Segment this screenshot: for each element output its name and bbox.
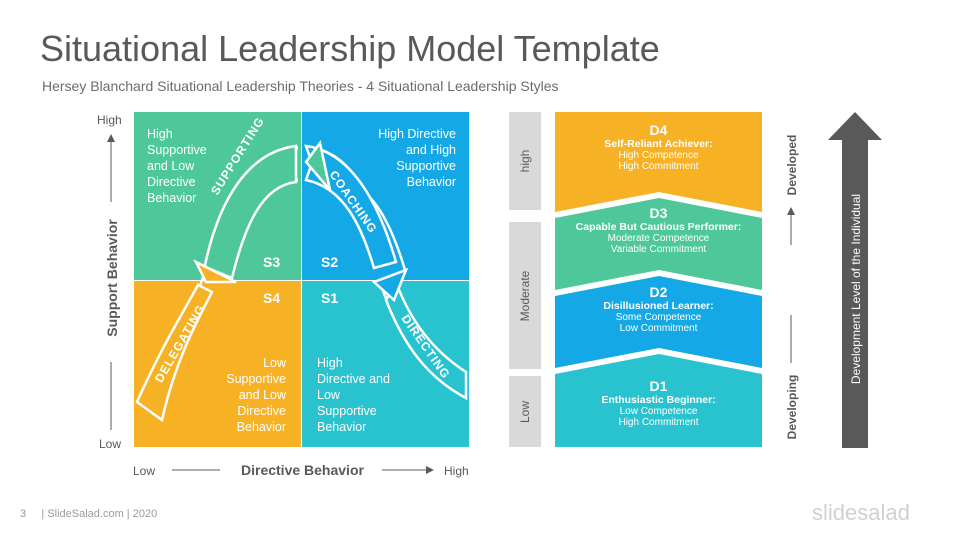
d3-tag: D3 <box>649 205 668 221</box>
x-axis-high: High <box>444 464 469 478</box>
directing-band <box>384 279 468 401</box>
page-number: 3 <box>20 508 27 520</box>
d1-tag: D1 <box>649 378 668 394</box>
s1-tag: S1 <box>321 290 339 306</box>
y-axis-low: Low <box>99 437 122 451</box>
d2-text: D2 Disillusioned Learner: Some Competenc… <box>555 284 762 334</box>
d4-tag: D4 <box>649 122 668 138</box>
footer-credit: | SlideSalad.com | 2020 <box>41 508 158 520</box>
y-axis-arrow <box>107 134 115 430</box>
development-arrow-label: Development Level of the Individual <box>849 193 863 385</box>
d3-block <box>555 198 762 290</box>
supporting-band <box>196 144 298 280</box>
supporting-arrowhead <box>193 259 237 284</box>
d1-text: D1 Enthusiastic Beginner: Low Competence… <box>555 378 762 428</box>
y-axis-high: High <box>97 113 122 127</box>
brand-logo: slidesalad <box>812 500 910 525</box>
coaching-arrowhead <box>304 140 332 191</box>
quadrant-s3-desc: High Supportive and Low Directive Behavi… <box>147 127 207 205</box>
directing-arrowhead <box>371 267 409 303</box>
developing-label: Developing <box>785 374 799 440</box>
d4-block <box>555 112 762 212</box>
coaching-band <box>304 144 398 270</box>
d1-block <box>555 354 762 447</box>
level-high-box: high <box>509 112 541 210</box>
level-low-box: Low <box>509 376 541 447</box>
delegating-band <box>135 283 214 423</box>
s3-tag: S3 <box>263 254 281 270</box>
d3-text: D3 Capable But Cautious Performer: Moder… <box>555 205 762 255</box>
d2-block <box>555 276 762 368</box>
s4-tag: S4 <box>263 290 281 306</box>
development-arrow <box>828 112 882 448</box>
page-subtitle: Hersey Blanchard Situational Leadership … <box>42 78 559 94</box>
d4-text: D4 Self-Reliant Achiever: High Competenc… <box>555 122 762 172</box>
page-title: Situational Leadership Model Template <box>40 28 660 69</box>
d1-title: Enthusiastic Beginner: <box>601 394 716 406</box>
developed-label: Developed <box>785 134 799 196</box>
level-moderate-box: Moderate <box>509 222 541 369</box>
quadrant-s1-desc: High Directive and Low Supportive Behavi… <box>317 356 390 434</box>
d3-title: Capable But Cautious Performer: <box>575 221 742 233</box>
x-axis-low: Low <box>133 464 156 478</box>
s2-tag: S2 <box>321 254 339 270</box>
x-axis-title: Directive Behavior <box>241 462 364 478</box>
quadrant-s4-desc: Low Supportive and Low Directive Behavio… <box>226 356 286 434</box>
dev-axis-line <box>787 207 795 363</box>
footer: 3 | SlideSalad.com | 2020 <box>20 508 157 520</box>
d2-title: Disillusioned Learner: <box>603 300 714 312</box>
d4-title: Self-Reliant Achiever: <box>604 138 713 150</box>
d2-tag: D2 <box>649 284 668 300</box>
quadrant-s2-desc: High Directive and High Supportive Behav… <box>378 127 456 189</box>
x-axis-arrow <box>172 466 434 474</box>
